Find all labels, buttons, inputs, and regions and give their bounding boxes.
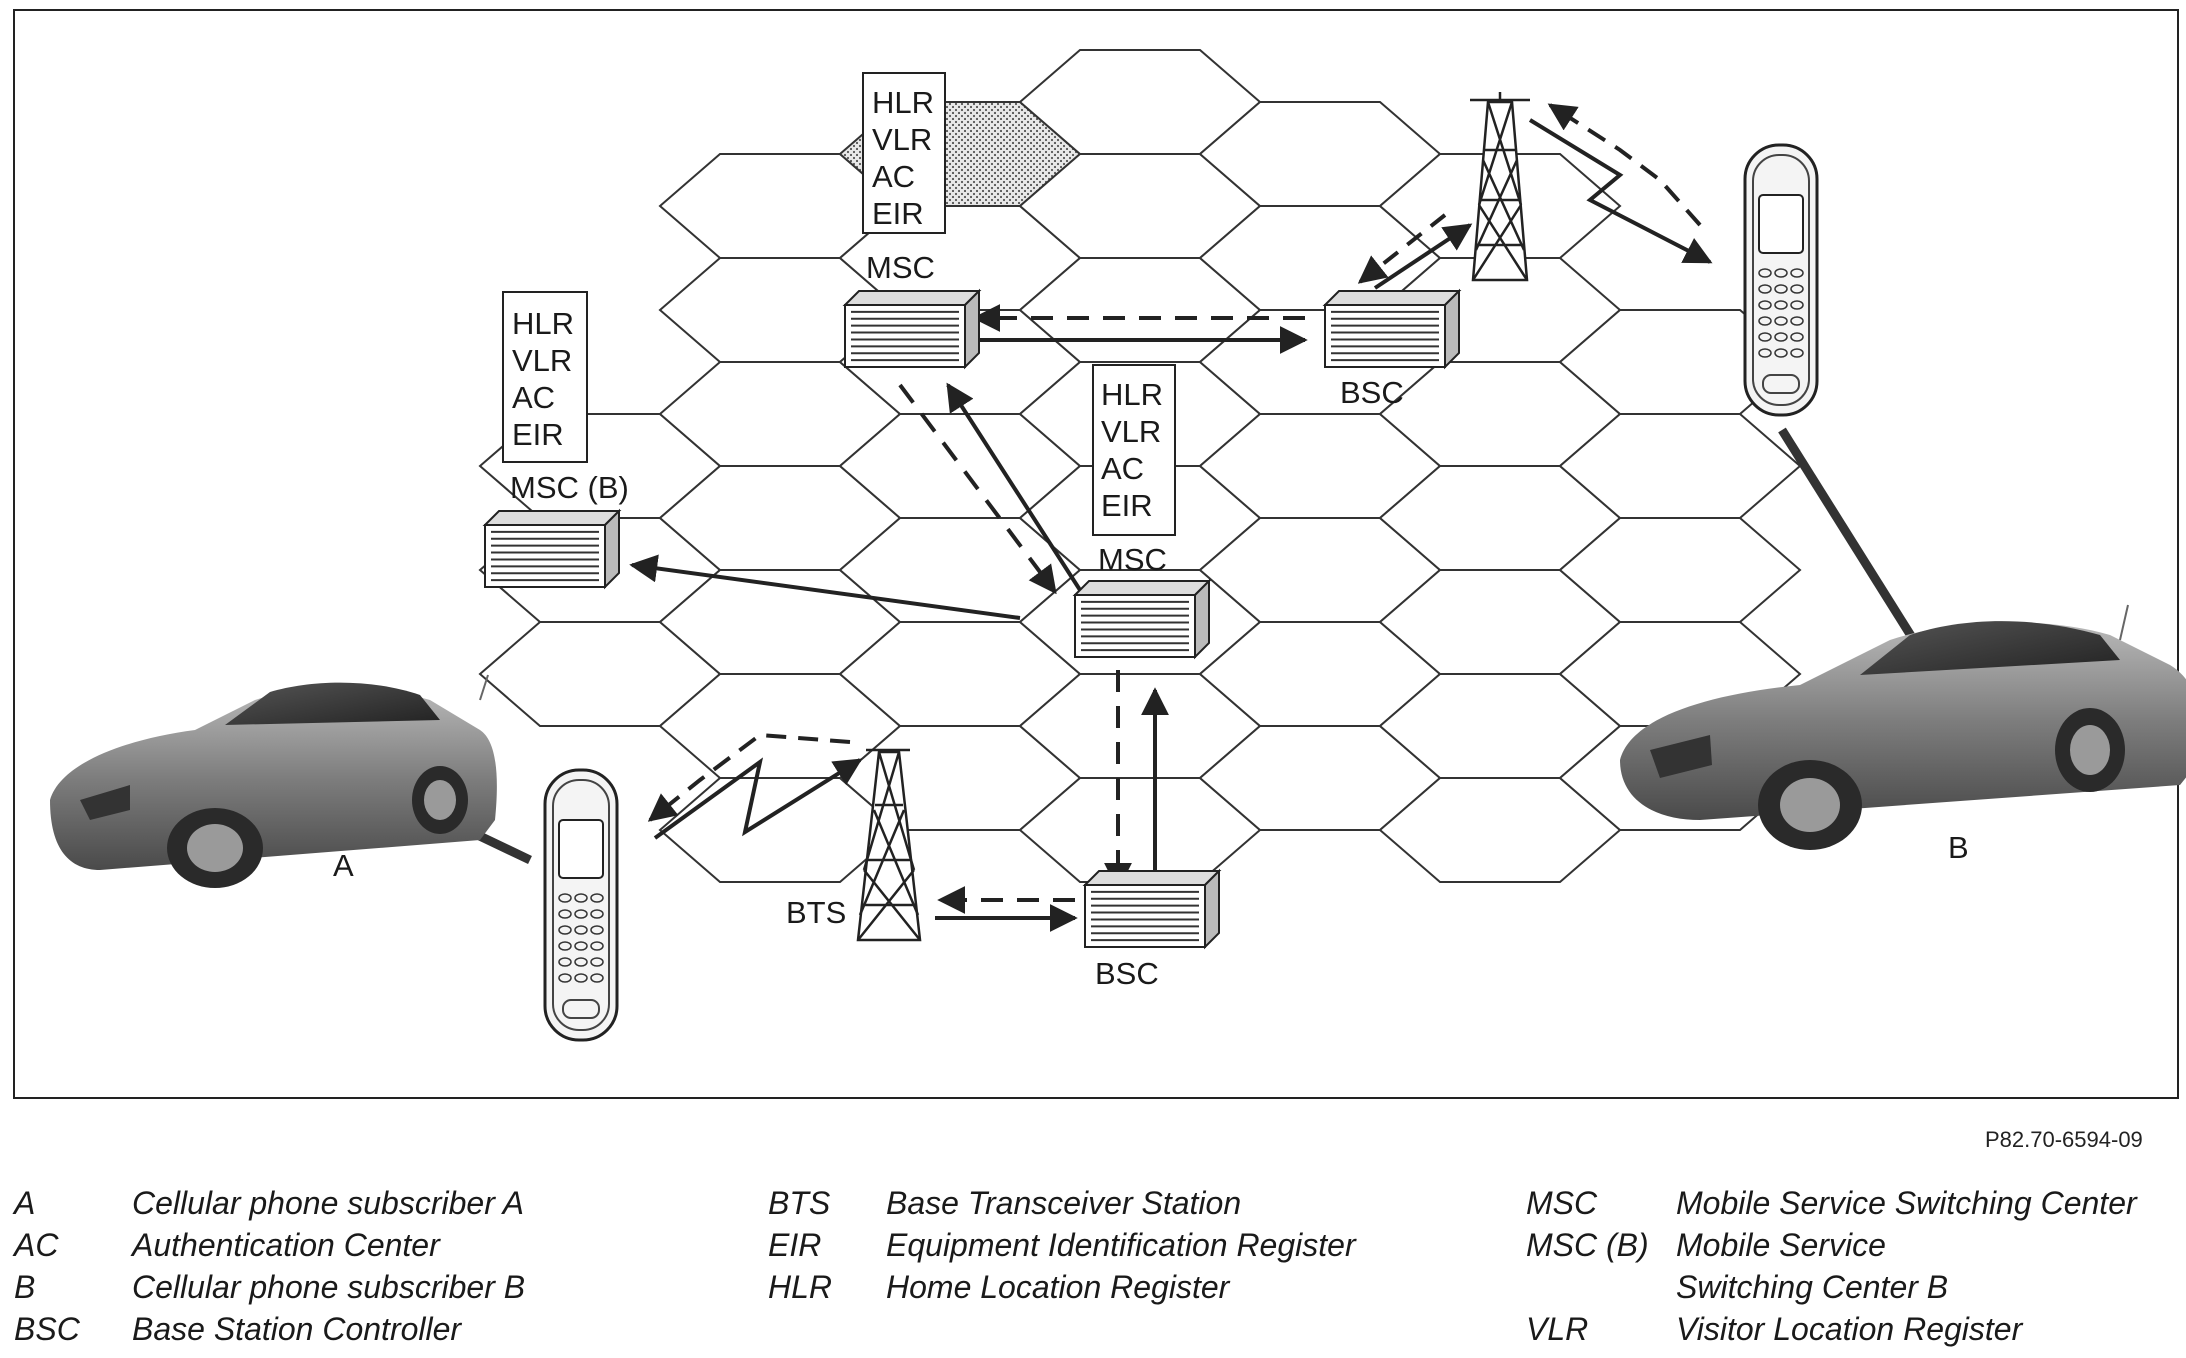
legend: A Cellular phone subscriber A AC Authentic…	[14, 1182, 2174, 1352]
legend-text: Cellular phone subscriber A	[132, 1185, 524, 1221]
bsc-bottom-equipment-icon	[1082, 868, 1222, 950]
link-msc-top-to-center	[898, 383, 1057, 595]
legend-text: Base Station Controller	[132, 1311, 462, 1347]
legend-text: Switching Center B	[1676, 1269, 1949, 1305]
legend-key: BSC	[14, 1311, 80, 1347]
figure-reference: P82.70-6594-09	[1985, 1127, 2143, 1152]
legend-text: Authentication Center	[132, 1227, 440, 1263]
bts-label: BTS	[786, 895, 846, 930]
radio-link-top	[1528, 103, 1713, 264]
link-center-to-msc-top	[946, 382, 1082, 592]
register-vlr: VLR	[512, 343, 572, 378]
msc-center-equipment-icon	[1072, 578, 1212, 660]
link-bsc-top-to-tower	[1373, 223, 1473, 290]
register-eir: EIR	[872, 196, 924, 231]
register-ac: AC	[512, 380, 555, 415]
register-hlr: HLR	[1101, 377, 1163, 412]
radio-link-bottom	[647, 732, 863, 840]
phone-b-icon	[1743, 143, 1819, 417]
register-box-msc-b: HLR VLR AC EIR	[502, 291, 588, 463]
register-eir: EIR	[1101, 488, 1153, 523]
legend-key: VLR	[1526, 1311, 1589, 1347]
msc-b-label: MSC (B)	[510, 470, 629, 505]
msc-b-equipment-icon	[482, 508, 622, 590]
diagram-frame	[13, 9, 2179, 1099]
legend-key: MSC	[1526, 1185, 1598, 1221]
tower-bts	[856, 748, 922, 942]
phone-a-icon	[543, 768, 619, 1042]
legend-key: B	[14, 1269, 36, 1305]
legend-text: Mobile Service	[1676, 1227, 1886, 1263]
register-hlr: HLR	[512, 306, 574, 341]
register-box-msc-top: HLR VLR AC EIR	[862, 72, 946, 234]
car-b-icon	[1620, 604, 2186, 850]
register-box	[502, 291, 588, 463]
link-msc-center-to-mscb	[629, 554, 1021, 620]
legend-text: Equipment Identification Register	[886, 1227, 1356, 1263]
register-vlr: VLR	[872, 122, 932, 157]
register-ac: AC	[1101, 451, 1144, 486]
bsc-top-equipment-icon	[1322, 288, 1462, 370]
register-box	[862, 72, 946, 234]
msc-top-label: MSC	[866, 250, 935, 285]
legend-text: Mobile Service Switching Center	[1676, 1185, 2137, 1221]
legend-text: Cellular phone subscriber B	[132, 1269, 526, 1305]
legend-key: A	[14, 1185, 36, 1221]
legend-text: Home Location Register	[886, 1269, 1230, 1305]
bsc-top-label: BSC	[1340, 375, 1404, 410]
car-a-icon	[50, 674, 497, 888]
register-vlr: VLR	[1101, 414, 1161, 449]
legend-text: Base Transceiver Station	[886, 1185, 1242, 1221]
register-box	[1092, 364, 1176, 536]
tower-top	[1470, 92, 1530, 282]
msc-center-label: MSC	[1098, 542, 1167, 577]
msc-top-equipment-icon	[842, 288, 982, 370]
register-eir: EIR	[512, 417, 564, 452]
subscriber-b-label: B	[1948, 830, 1969, 865]
legend-key: HLR	[768, 1269, 833, 1305]
legend-text: Visitor Location Register	[1676, 1311, 2023, 1347]
link-tower-to-bsc-top	[1357, 213, 1447, 284]
bsc-bottom-label: BSC	[1095, 956, 1159, 991]
register-box-msc-center: HLR VLR AC EIR	[1092, 364, 1176, 536]
register-ac: AC	[872, 159, 915, 194]
connections	[629, 213, 1473, 932]
legend-key: BTS	[768, 1185, 831, 1221]
subscriber-a-label: A	[333, 848, 354, 883]
register-hlr: HLR	[872, 85, 934, 120]
legend-key: MSC (B)	[1526, 1227, 1649, 1263]
legend-key: AC	[14, 1227, 59, 1263]
legend-key: EIR	[768, 1227, 822, 1263]
